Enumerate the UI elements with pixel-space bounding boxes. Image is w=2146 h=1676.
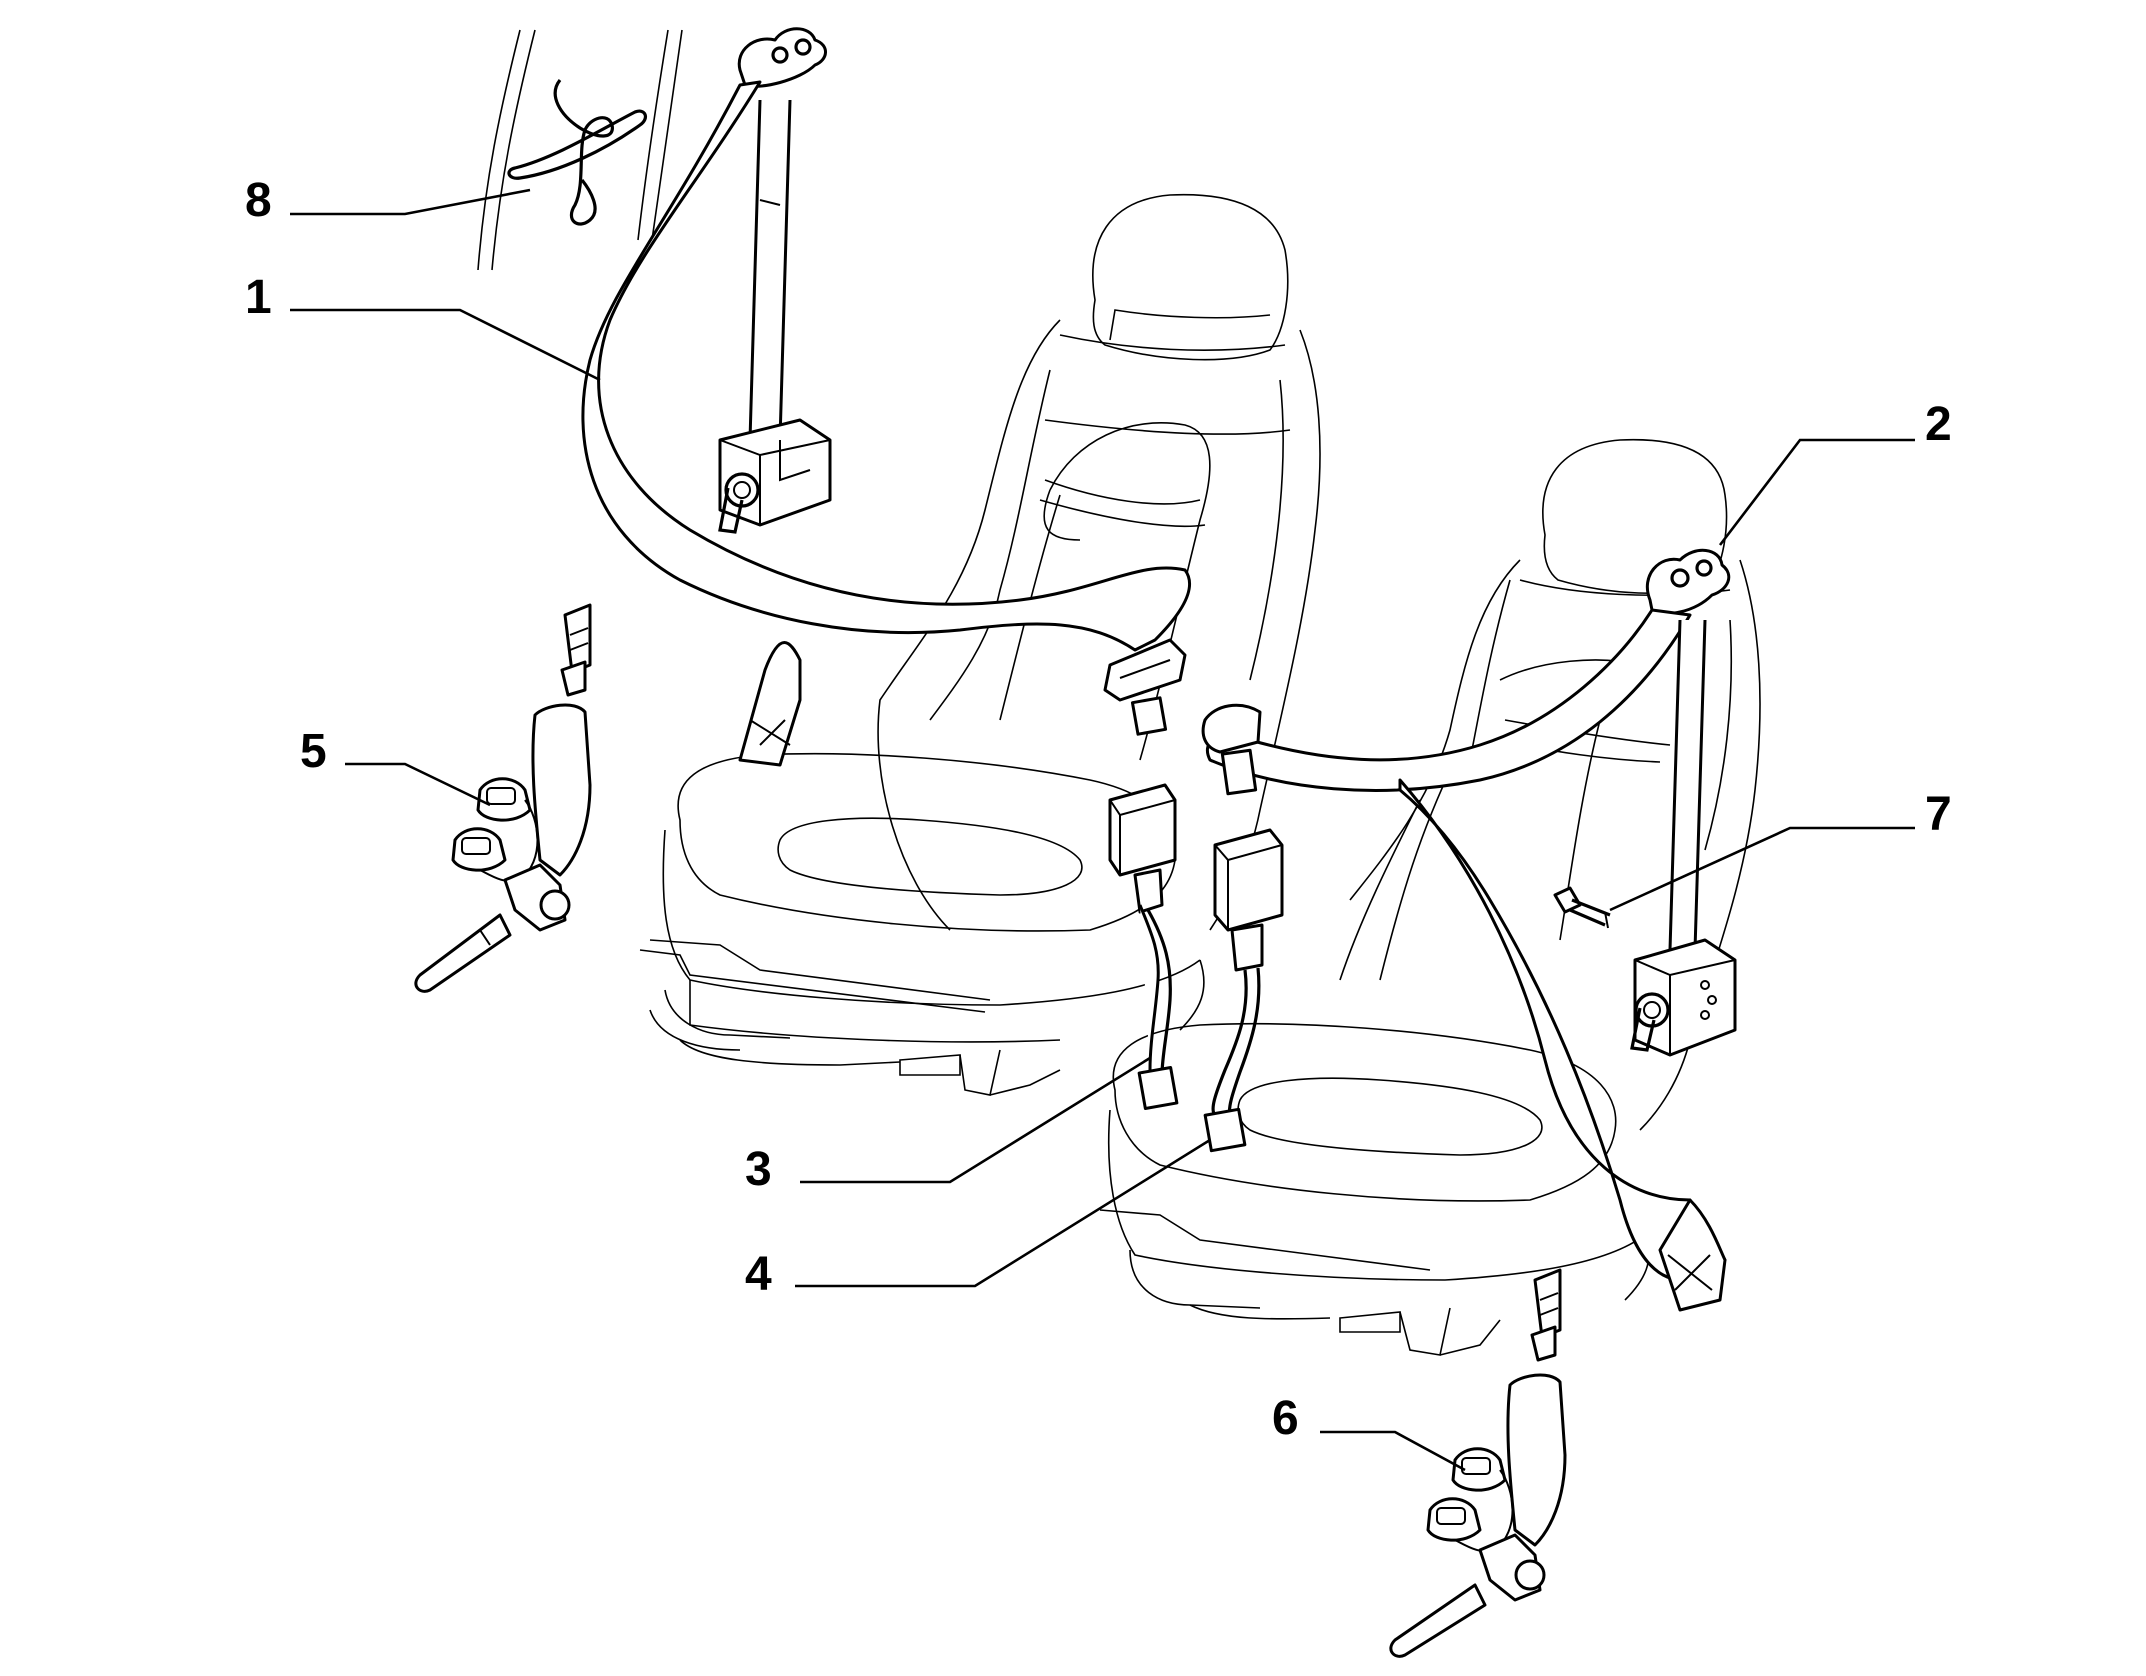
left-retractor: [718, 418, 832, 527]
right-front-seat-belt: [1201, 549, 1737, 1312]
leader-8: [290, 188, 531, 216]
leader-1: [290, 308, 601, 382]
leader-5: [345, 762, 491, 807]
right-seat-buckle: [1203, 828, 1284, 1153]
b-pillar-trim: [477, 29, 683, 271]
leader-3: [800, 1056, 1151, 1184]
leader-2: [1718, 438, 1915, 546]
callout-4: 4: [745, 1248, 772, 1301]
callout-8: 8: [245, 174, 272, 227]
leader-4: [795, 1138, 1211, 1288]
callout-1: 1: [245, 271, 272, 324]
leader-lines: [290, 188, 1915, 1472]
callout-5: 5: [300, 725, 327, 778]
left-front-seat-belt: [581, 27, 1192, 767]
left-seat-buckle: [1108, 783, 1179, 1111]
left-seat: [639, 193, 1321, 1096]
anchor-bolt: [1553, 886, 1611, 929]
rear-buckle-assembly-left: [414, 603, 592, 993]
left-upper-anchor: [737, 27, 827, 88]
callout-2: 2: [1925, 398, 1952, 451]
callout-7: 7: [1925, 788, 1952, 841]
right-latch-plate: [1201, 703, 1262, 754]
callout-6: 6: [1272, 1392, 1299, 1445]
leader-7: [1609, 826, 1915, 912]
rear-buckle-assembly-right: [1389, 1268, 1567, 1658]
callout-labels: 8 1 2 5 7 3 4 6: [245, 174, 1952, 1445]
callout-3: 3: [745, 1143, 772, 1196]
belt-guide-clip: [507, 79, 648, 226]
leader-6: [1320, 1430, 1466, 1472]
